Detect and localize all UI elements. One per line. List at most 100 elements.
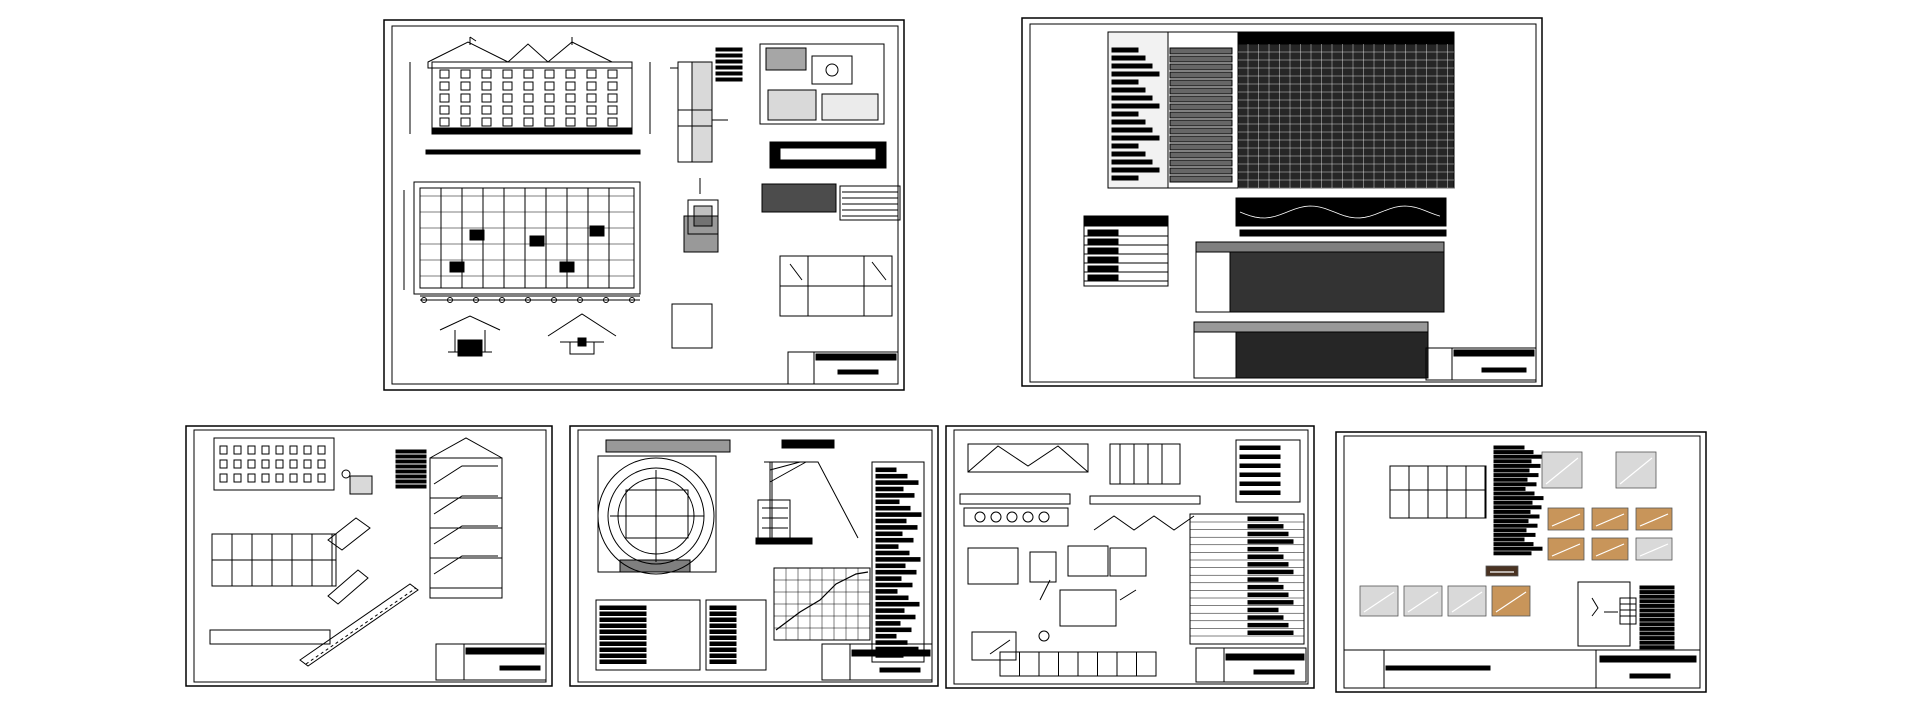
text-bar: [875, 518, 907, 524]
text-bar: [875, 531, 903, 537]
note-line: [395, 479, 427, 484]
text-bar: [599, 641, 647, 646]
process-photos: [1359, 451, 1673, 617]
sheet-sections-stairs[interactable]: [185, 425, 553, 687]
text-bar: [1169, 79, 1233, 87]
note-line: [1639, 626, 1675, 631]
stair-block: [449, 261, 465, 273]
title-block: [821, 643, 933, 681]
title-block: [1343, 649, 1701, 689]
window: [247, 459, 256, 469]
note-line: [715, 77, 743, 82]
sheet-facade-plans[interactable]: [383, 19, 905, 391]
note-line: [1493, 491, 1535, 496]
text-bar: [1111, 143, 1139, 149]
text-bar: [875, 493, 915, 498]
text-bar: [1111, 103, 1160, 109]
note-line: [1493, 532, 1536, 537]
window: [502, 105, 513, 115]
window: [502, 117, 513, 127]
photo-detail: [1545, 457, 1579, 485]
sheet-schedule-tables[interactable]: [1021, 17, 1543, 387]
text-bar: [709, 623, 737, 628]
text-bar: [599, 611, 647, 616]
stair-flight: [433, 525, 498, 545]
note-line: [395, 454, 427, 459]
window: [289, 445, 298, 455]
text-bar: [875, 633, 897, 639]
text-bar: [875, 576, 902, 581]
window: [460, 93, 471, 103]
note-line: [1493, 537, 1525, 542]
sheet-structural-details[interactable]: [945, 425, 1315, 689]
window: [607, 93, 618, 103]
note-line: [1493, 477, 1528, 482]
text-bar: [1239, 472, 1281, 477]
note-line: [715, 47, 743, 52]
photo-detail: [1495, 591, 1527, 613]
text-bar: [1247, 554, 1284, 559]
note-line: [395, 464, 427, 469]
text-bar: [1111, 111, 1139, 117]
sheet-technology-map[interactable]: [1335, 431, 1707, 693]
process-photo: [1591, 537, 1629, 561]
window: [275, 459, 284, 469]
text-bar: [875, 480, 919, 485]
text-bar: [1247, 592, 1289, 597]
text-bar: [599, 623, 647, 628]
text-bar: [599, 629, 647, 634]
note-line: [1639, 585, 1675, 590]
photo-detail: [1619, 457, 1653, 485]
window: [565, 93, 576, 103]
window: [607, 105, 618, 115]
window: [523, 69, 534, 79]
text-bar: [875, 563, 906, 569]
title-block: [1425, 347, 1537, 381]
title-block: [787, 351, 899, 385]
window: [317, 459, 326, 469]
text-bar: [875, 627, 912, 633]
text-bar: [1247, 615, 1284, 620]
work-schedule-table: [1107, 31, 1455, 189]
note-line: [1493, 509, 1531, 514]
text-bar: [1247, 546, 1279, 552]
elevation: [213, 437, 335, 491]
text-bar: [875, 505, 911, 511]
photo-detail: [1595, 513, 1625, 527]
process-photo: [1485, 565, 1519, 577]
note-line: [1639, 645, 1675, 650]
note-line: [1493, 542, 1534, 547]
window: [460, 81, 471, 91]
text-bar: [875, 486, 904, 492]
title-block: [435, 643, 547, 681]
text-bar: [1247, 622, 1289, 628]
text-bar: [599, 647, 647, 652]
note-line: [1493, 551, 1532, 556]
window: [247, 445, 256, 455]
text-bar: [1111, 79, 1139, 85]
text-bar: [1239, 454, 1281, 459]
note-line: [395, 459, 427, 464]
text-bar: [1247, 531, 1289, 537]
text-bar: [1169, 143, 1233, 151]
note-line: [395, 449, 427, 454]
note-line: [1639, 603, 1675, 608]
photo-detail: [1551, 513, 1581, 527]
sheet-site-crane[interactable]: [569, 425, 939, 687]
window: [544, 81, 555, 91]
text-bar: [1239, 445, 1281, 450]
note-line: [1493, 505, 1542, 510]
text-bar: [1087, 247, 1119, 254]
text-bar: [1111, 135, 1160, 141]
note-line: [1493, 523, 1538, 528]
text-bar: [1111, 175, 1139, 181]
text-bar: [1111, 71, 1160, 77]
note-line: [395, 469, 427, 474]
detail-box: [1577, 581, 1637, 647]
text-bar: [599, 653, 647, 658]
text-bar: [875, 467, 897, 473]
window: [289, 473, 298, 483]
note-line: [1493, 486, 1526, 491]
stair-block: [469, 229, 485, 241]
text-bar: [1169, 111, 1233, 119]
